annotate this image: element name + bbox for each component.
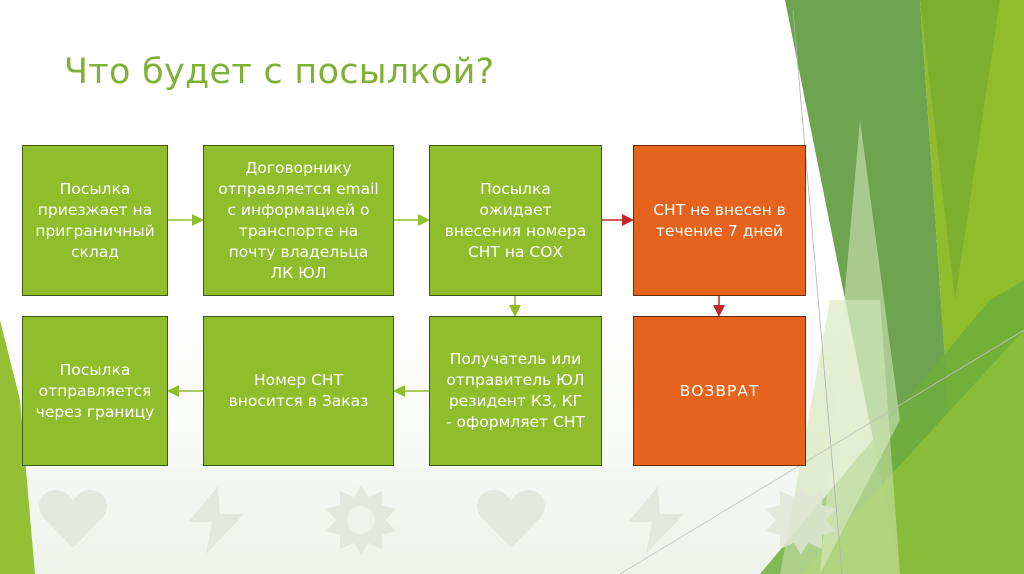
flow-box-email: Договорнику отправляется email с информа… [203,145,394,296]
heart-icon [39,489,107,548]
left-accent-shape [0,320,35,574]
flow-box-sent-across-border: Посылка отправляется через границу [22,316,168,466]
flow-box-return: ВОЗВРАТ [633,316,806,466]
lightning-icon [628,486,684,554]
flow-box-arrival: Посылка приезжает на приграничный склад [22,145,168,296]
flow-box-issue-snt: Получатель или отправитель ЮЛ резидент К… [429,316,602,466]
flow-box-number-entered: Номер СНТ вносится в Заказ [203,316,394,466]
slide-title: Что будет с посылкой? [64,52,495,92]
sun-icon [766,485,836,555]
lightning-icon [188,486,244,554]
flow-box-waiting: Посылка ожидает внесения номера СНТ на С… [429,145,602,296]
flow-box-not-entered: СНТ не внесен в течение 7 дней [633,145,806,296]
heart-icon [477,489,545,548]
sun-icon [326,485,396,555]
